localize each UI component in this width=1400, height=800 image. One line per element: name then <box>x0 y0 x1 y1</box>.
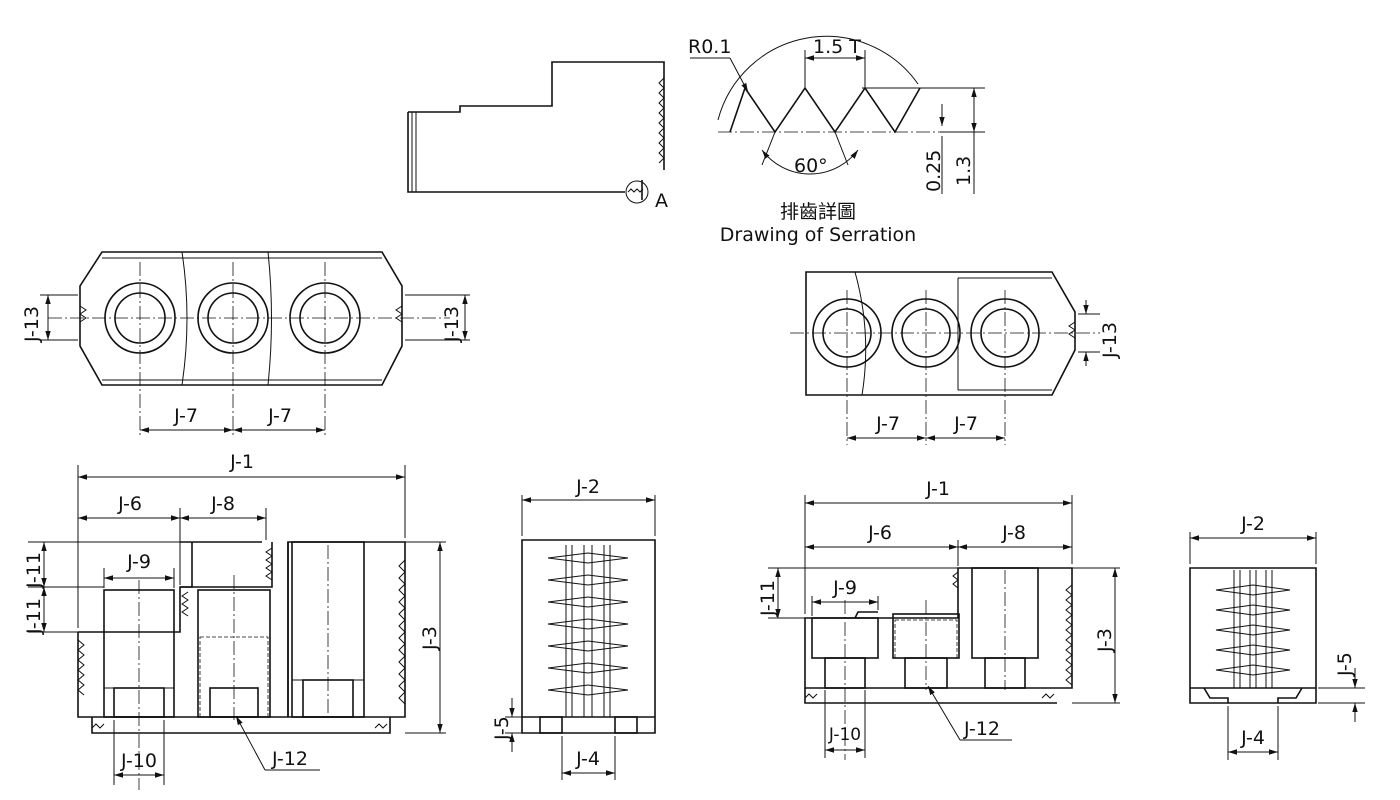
dim-j1-left: J-1 <box>229 451 254 473</box>
dim-j11-left-b: J-11 <box>23 598 45 635</box>
depth-small-label: 0.25 <box>923 150 945 192</box>
serration-detail: R0.1 1.5 T 60° 0.25 1.3 排齒詳圖 Drawing of … <box>688 35 985 246</box>
dim-j8-left: J-8 <box>210 493 235 515</box>
side-profile-view: A <box>407 61 668 212</box>
caption-english: Drawing of Serration <box>720 224 916 246</box>
dim-j13-left-a: J-13 <box>21 306 43 343</box>
dim-j10-left: J-10 <box>120 750 157 772</box>
caption-chinese: 排齒詳圖 <box>780 201 856 223</box>
top-view-left: J-7 J-7 J-13 J-13 <box>21 251 470 437</box>
dim-j3-left: J-3 <box>419 626 441 651</box>
dim-j12-left: J-12 <box>271 748 308 770</box>
dim-j6-right: J-6 <box>867 522 892 544</box>
dim-j2-right: J-2 <box>1240 513 1265 535</box>
dim-j11-right: J-11 <box>757 580 779 617</box>
dim-j4-left: J-4 <box>575 748 600 770</box>
dim-j2-left: J-2 <box>575 476 600 498</box>
depth-total-label: 1.3 <box>953 156 975 186</box>
dim-j7-right-b: J-7 <box>953 413 978 435</box>
detail-mark-a: A <box>655 190 668 212</box>
dim-j7-left-b: J-7 <box>267 405 292 427</box>
dim-j5-right: J-5 <box>1334 652 1356 677</box>
dim-j4-right: J-4 <box>1240 727 1265 749</box>
dim-j11-left-a: J-11 <box>23 552 45 589</box>
radius-label: R0.1 <box>688 36 731 58</box>
angle-label: 60° <box>794 155 828 177</box>
dim-j7-right-a: J-7 <box>875 413 900 435</box>
front-view-left: J-1 J-6 J-8 J-9 J-11 J-11 J-3 J-10 J-12 <box>23 451 446 790</box>
front-view-right: J-1 J-6 J-8 J-9 J-11 J-3 J-10 J-12 <box>757 478 1120 760</box>
dim-j13-left-b: J-13 <box>441 306 463 343</box>
dim-j5-left: J-5 <box>491 716 513 741</box>
dim-j8-right: J-8 <box>1001 522 1026 544</box>
pitch-label: 1.5 T <box>813 36 861 58</box>
top-view-right: J-7 J-7 J-13 <box>790 271 1121 445</box>
dim-j9-right: J-9 <box>832 577 857 599</box>
dim-j12-right: J-12 <box>963 718 1000 740</box>
dim-j1-right: J-1 <box>925 478 950 500</box>
dim-j10-right: J-10 <box>828 725 861 745</box>
dim-j13-right: J-13 <box>1099 322 1121 359</box>
dim-j3-right: J-3 <box>1094 628 1116 653</box>
dim-j9-left: J-9 <box>126 551 151 573</box>
side-view-left: J-2 J-4 J-5 <box>491 476 656 780</box>
side-view-right: J-2 J-4 J-5 <box>1189 513 1365 760</box>
dim-j7-left-a: J-7 <box>173 405 198 427</box>
dim-j6-left: J-6 <box>117 493 142 515</box>
